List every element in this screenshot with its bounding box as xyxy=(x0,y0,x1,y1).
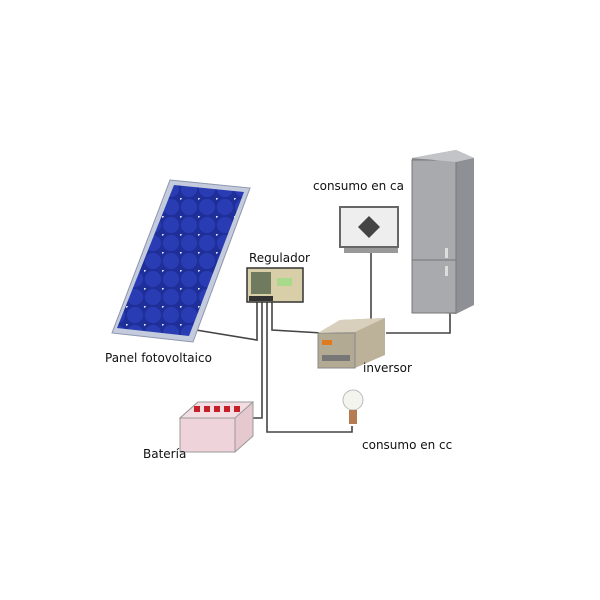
inverter-icon xyxy=(317,318,385,369)
tv-icon xyxy=(339,206,399,253)
wire-fridge-inverter xyxy=(386,312,451,334)
label-regulator: Regulador xyxy=(249,251,310,265)
wire-panel-regulator xyxy=(195,302,258,341)
label-ac-load: consumo en ca xyxy=(313,179,404,193)
label-inverter: inversor xyxy=(363,361,412,375)
fridge-icon xyxy=(411,150,474,314)
wires xyxy=(195,253,451,433)
label-dc-load: consumo en cc xyxy=(362,438,452,452)
wire-battery-regulator xyxy=(253,302,263,419)
label-panel: Panel fotovoltaico xyxy=(105,351,212,365)
solar-panel-icon xyxy=(111,179,251,343)
wire-dc-load-regulator xyxy=(266,302,353,433)
regulator-icon xyxy=(246,267,304,303)
label-battery: Batería xyxy=(143,447,186,461)
battery-icon xyxy=(178,401,255,453)
light-bulb-icon xyxy=(342,389,364,424)
wire-inverter-regulator xyxy=(271,302,323,334)
